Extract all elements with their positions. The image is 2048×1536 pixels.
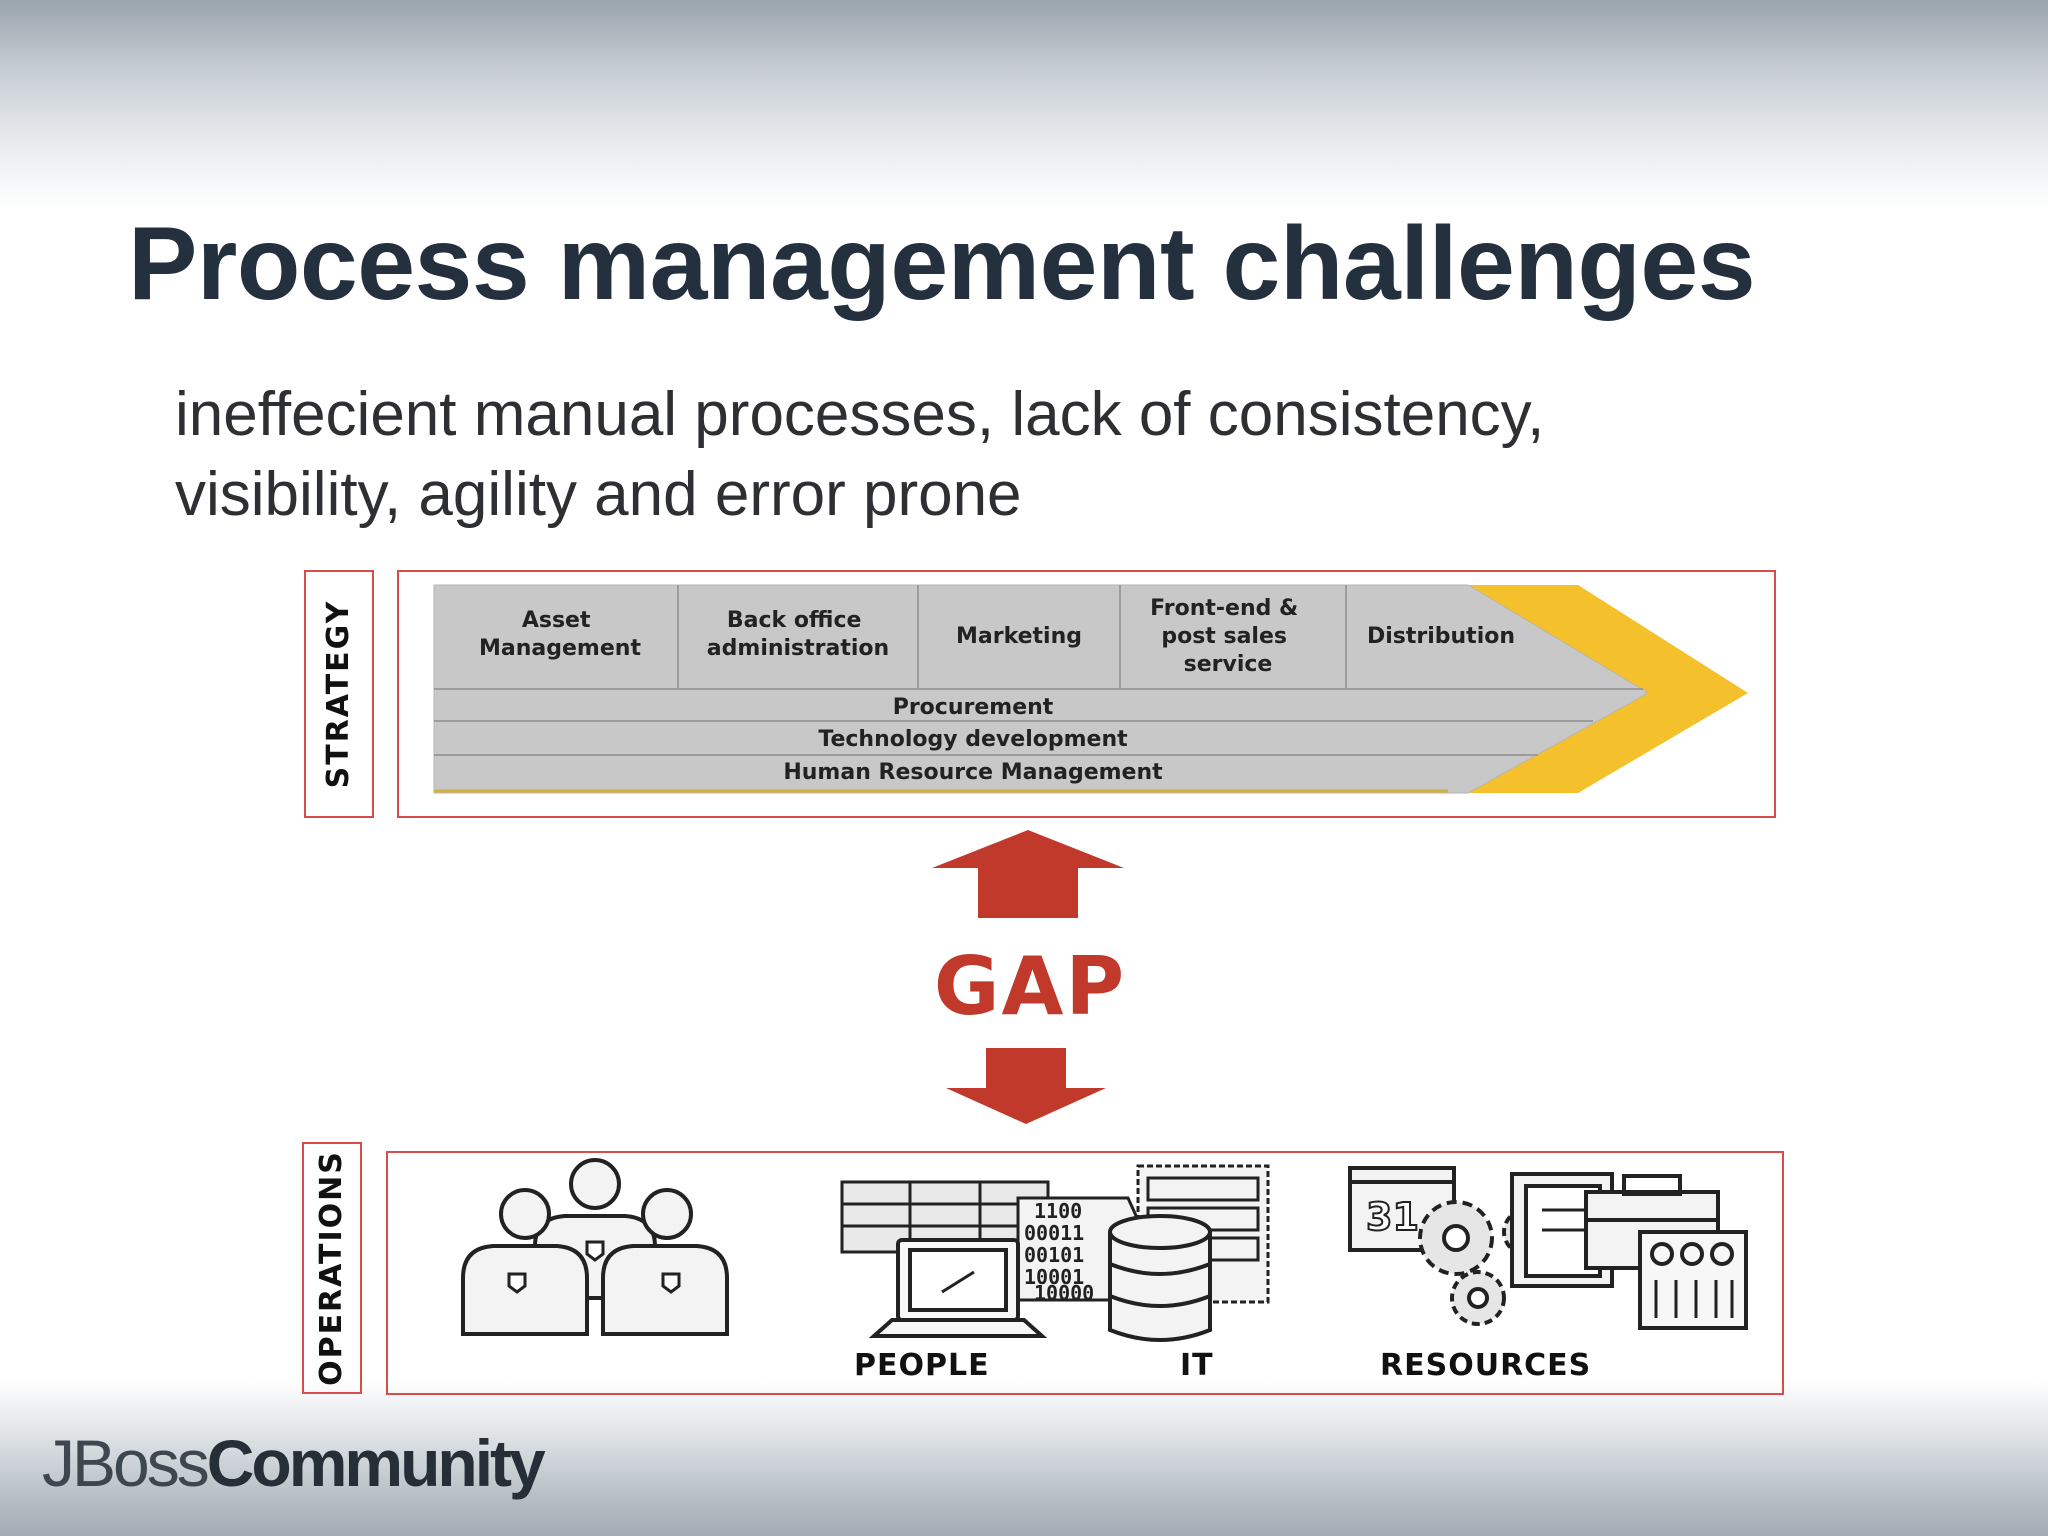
strategy-label-box: [304, 570, 374, 818]
primary-dividers: [434, 585, 1643, 756]
subtitle-line-1: ineffecient manual processes, lack of co…: [175, 380, 1545, 449]
jboss-community-logo: JBossCommunity: [42, 1425, 546, 1501]
support-technology-development: Technology development: [818, 727, 1128, 752]
svg-text:10001: 10001: [1024, 1265, 1084, 1289]
it-label: IT: [1180, 1348, 1214, 1383]
strategy-label: STRATEGY: [321, 599, 356, 789]
value-chain-box: [397, 570, 1776, 818]
gap-up-arrow: [932, 830, 1124, 918]
people-group-icon: [461, 1158, 729, 1336]
svg-text:31: 31: [1366, 1195, 1419, 1239]
activity-marketing: Marketing: [956, 624, 1082, 649]
support-procurement: Procurement: [893, 695, 1054, 720]
slide-subtitle: ineffecient manual processes, lack of co…: [175, 375, 1775, 535]
resources-label: RESOURCES: [1380, 1348, 1592, 1383]
svg-text:00101: 00101: [1024, 1243, 1084, 1267]
value-chain-diagram: Asset Management Back office administrat…: [433, 584, 1748, 794]
top-texture-band: [0, 0, 2048, 210]
svg-text:00011: 00011: [1024, 1221, 1084, 1245]
svg-text:1100: 1100: [1034, 1199, 1082, 1223]
control-panel-icon: [1638, 1230, 1748, 1330]
activity-distribution: Distribution: [1367, 624, 1515, 649]
bottom-texture-band: [0, 1380, 2048, 1536]
database-icon: [1108, 1214, 1212, 1342]
gap-down-arrow: [946, 1048, 1106, 1124]
operations-box: [386, 1151, 1784, 1395]
subtitle-line-2: visibility, agility and error prone: [175, 460, 1022, 529]
laptop-icon: [868, 1238, 1048, 1338]
it-infrastructure-icon: 1100 00011 00101 10001 10000: [840, 1164, 1270, 1342]
brand-jboss: JBoss: [42, 1426, 210, 1500]
slide-title: Process management challenges: [128, 206, 1756, 322]
support-human-resource-management: Human Resource Management: [783, 760, 1163, 785]
activity-front-end-post-sales: Front-end & post sales service: [1150, 596, 1306, 677]
resources-icon: 31: [1348, 1166, 1748, 1330]
operations-label-box: [302, 1142, 362, 1394]
svg-text:10000: 10000: [1034, 1281, 1094, 1305]
operations-label: OPERATIONS: [314, 1150, 349, 1386]
brand-community: Community: [206, 1426, 546, 1500]
activity-asset-management: Asset Management: [479, 608, 641, 661]
gap-label: GAP: [933, 940, 1127, 1033]
people-label: PEOPLE: [854, 1348, 990, 1383]
activity-back-office: Back office administration: [707, 608, 889, 661]
